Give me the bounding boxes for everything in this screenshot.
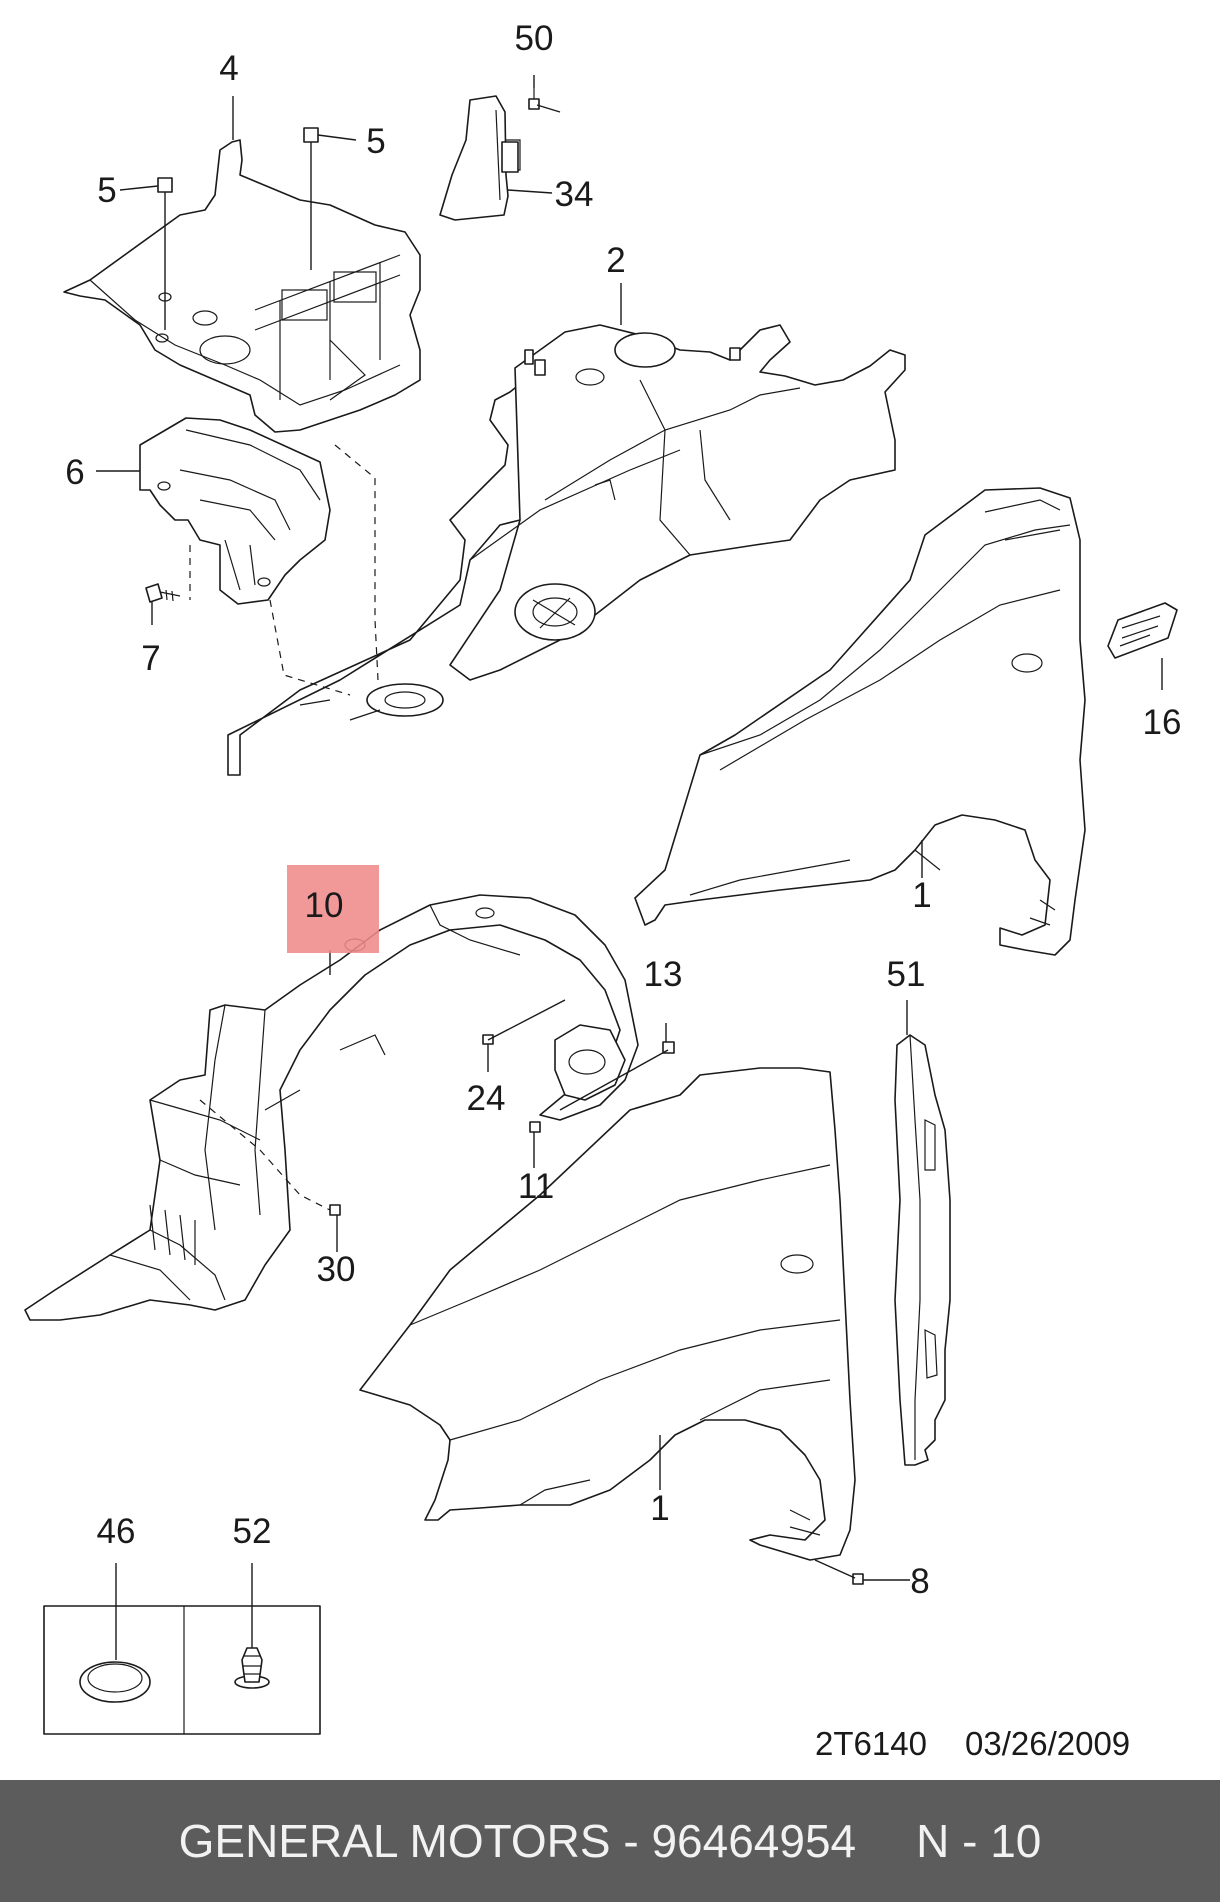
callout-6: 6	[65, 453, 84, 492]
callout-7: 7	[141, 639, 160, 678]
callout-10: 10	[305, 886, 344, 925]
part-2-apron-panel	[227, 324, 906, 776]
callout-34: 34	[555, 175, 594, 214]
parts-diagram: 50 4 5 5 34 2 6 7 16 1 10 13 51 24 11 30…	[24, 19, 1182, 1762]
callout-1-upper: 1	[912, 876, 931, 915]
nut-30	[329, 1204, 341, 1216]
part-34-bracket	[439, 95, 521, 221]
footer-position: N - 10	[916, 1815, 1042, 1867]
callout-24: 24	[467, 1079, 506, 1118]
part-1-fender-upper	[634, 487, 1086, 956]
screw-11	[529, 1121, 541, 1133]
bolt-5-right	[303, 127, 319, 270]
nut-13	[662, 1041, 675, 1054]
bolt-5-left	[157, 177, 173, 330]
callout-46: 46	[97, 1512, 136, 1551]
callout-13: 13	[644, 955, 683, 994]
part-51-seal-strip	[894, 1034, 951, 1466]
plug-46	[79, 1661, 151, 1703]
bolt-50	[528, 88, 540, 110]
callout-4: 4	[219, 49, 238, 88]
callout-8: 8	[910, 1562, 929, 1601]
diagram-code: 2T6140	[815, 1725, 927, 1762]
callout-51: 51	[887, 955, 926, 994]
leader-lines	[96, 75, 1163, 1660]
callout-52: 52	[233, 1512, 272, 1551]
clip-52	[234, 1647, 270, 1689]
callout-16: 16	[1143, 703, 1182, 742]
diagram-date: 03/26/2009	[965, 1725, 1130, 1762]
callout-30: 30	[317, 1250, 356, 1289]
footer-part-text: GENERAL MOTORS - 96464954	[178, 1815, 857, 1867]
fastener-box	[43, 1605, 321, 1735]
part-16-emblem	[1107, 602, 1178, 659]
footer-bar: GENERAL MOTORS - 96464954 N - 10	[0, 1780, 1220, 1902]
callout-5-left: 5	[97, 171, 116, 210]
part-6-support-bracket	[139, 417, 331, 605]
part-10-fender-liner	[24, 894, 639, 1321]
callout-11: 11	[518, 1167, 554, 1206]
screw-8	[852, 1573, 864, 1585]
highlight-box-10	[287, 865, 379, 953]
part-4-battery-tray	[63, 139, 421, 433]
callout-2: 2	[606, 241, 625, 280]
callout-50: 50	[515, 19, 554, 58]
part-1-fender-lower	[359, 1067, 856, 1561]
bolt-7	[145, 583, 181, 603]
callout-5-right: 5	[366, 122, 385, 161]
callout-1-lower: 1	[650, 1489, 669, 1528]
